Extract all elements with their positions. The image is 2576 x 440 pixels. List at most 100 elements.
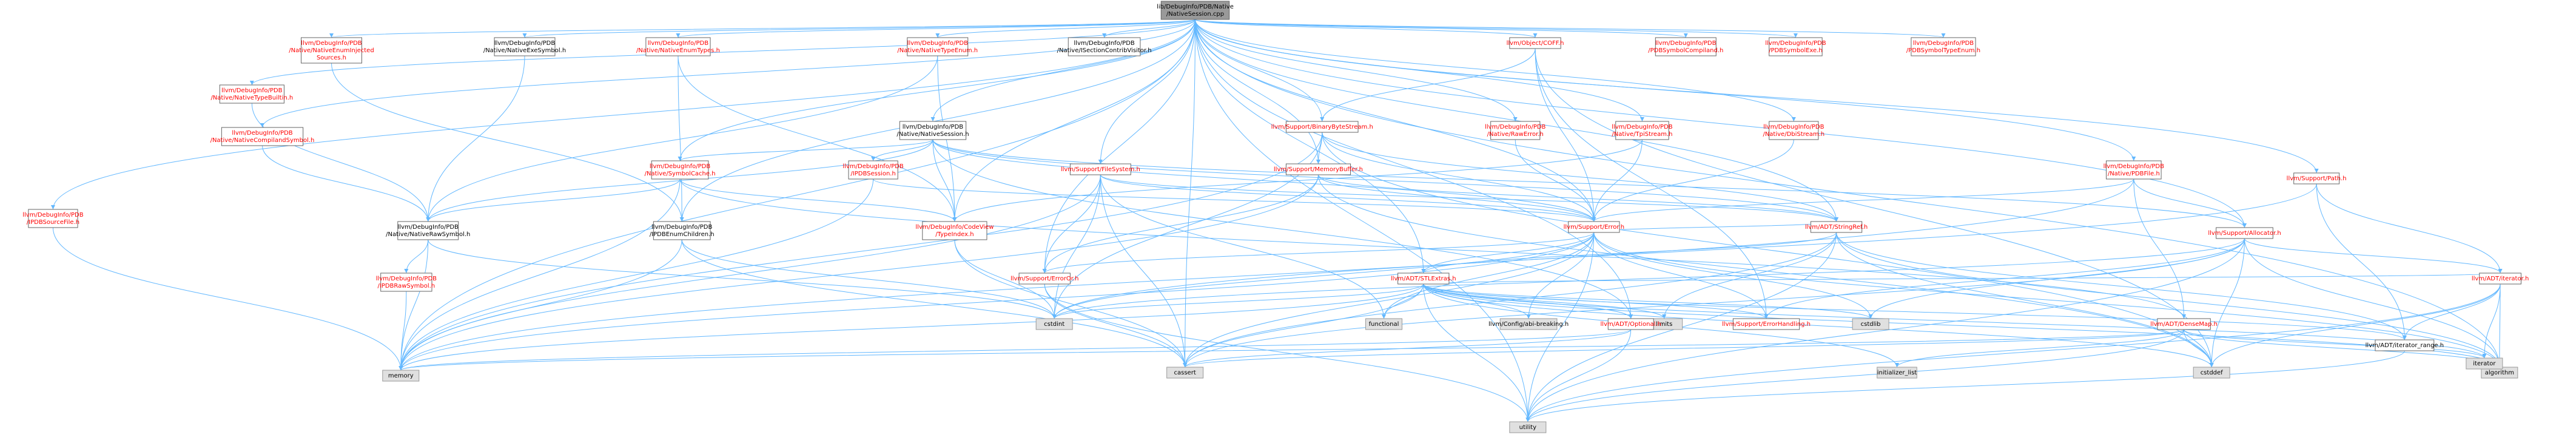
node-nsEnumTypes[interactable]: llvm/DebugInfo/PDB/Native/NativeEnumType… <box>636 37 720 56</box>
node-errorOr[interactable]: llvm/Support/ErrorOr.h <box>1011 272 1078 285</box>
edge-root-to-nsTypeBuiltin <box>250 19 1196 86</box>
node-box <box>2466 357 2503 370</box>
node-label: /Native/DbiStream.h <box>1763 131 1824 138</box>
node-label: llvm/DebugInfo/PDB <box>221 87 282 94</box>
node-fileSystem[interactable]: llvm/Support/FileSystem.h <box>1061 163 1140 175</box>
edge-stlExtras-to-cstdlib <box>1423 283 1873 319</box>
node-box <box>1068 37 1141 56</box>
node-label: cstdint <box>1044 321 1064 328</box>
node-box <box>922 221 987 240</box>
edge-root-to-binStream <box>1194 19 1325 122</box>
node-dbiStream[interactable]: llvm/DebugInfo/PDB/Native/DbiStream.h <box>1763 121 1824 140</box>
node-box <box>2375 339 2435 351</box>
node-tpiStream[interactable]: llvm/DebugInfo/PDB/Native/TpiStream.h <box>1612 121 1673 140</box>
node-srcFile[interactable]: llvm/DebugInfo/PDB/IPDBSourceFile.h <box>22 209 84 228</box>
node-rawError[interactable]: llvm/DebugInfo/PDB/Native/RawError.h <box>1485 121 1546 140</box>
node-binStream[interactable]: llvm/Support/BinaryByteStream.h <box>1271 121 1373 133</box>
node-nsExeSym[interactable]: llvm/DebugInfo/PDB/Native/NativeExeSymbo… <box>483 37 566 56</box>
node-functional: functional <box>1365 318 1403 330</box>
edge-memBuffer-to-cstddef <box>1317 174 2214 368</box>
node-nsEnumInj[interactable]: llvm/DebugInfo/PDB/Native/NativeEnumInje… <box>289 37 374 64</box>
node-label: limits <box>1656 321 1672 328</box>
edge-root-to-iSecContrib <box>1102 19 1196 38</box>
node-stringRef[interactable]: llvm/ADT/StringRef.h <box>1805 221 1868 233</box>
edge-nsEnumTypes-to-enumChildren <box>678 55 684 222</box>
node-stlExtras[interactable]: llvm/ADT/STLExtras.h <box>1391 272 1456 285</box>
edge-denseMap-to-cstddef <box>2184 329 2214 368</box>
edge-root-to-memory <box>399 19 1196 371</box>
node-label: /Native/NativeTypeEnum.h <box>897 47 978 54</box>
node-memBuffer[interactable]: llvm/Support/MemoryBuffer.h <box>1274 163 1363 175</box>
node-enumChildren[interactable]: llvm/DebugInfo/PDB/IPDBEnumChildren.h <box>650 221 715 240</box>
node-nsSession[interactable]: llvm/DebugInfo/PDB/Native/NativeSession.… <box>896 121 969 140</box>
edge-nsRawSym-to-memory <box>399 239 429 371</box>
node-label: cstddef <box>2201 370 2223 376</box>
node-box <box>1732 318 1800 330</box>
node-pdbSymExe[interactable]: llvm/DebugInfo/PDB/PDBSymbolExe.h <box>1765 37 1826 56</box>
edge-nsCompiland-to-nsRawSym <box>262 145 431 222</box>
node-denseMap[interactable]: llvm/ADT/DenseMap.h <box>2150 318 2218 330</box>
edge-root-to-nsExeSym <box>523 19 1196 38</box>
node-path[interactable]: llvm/Support/Path.h <box>2287 172 2347 184</box>
edge-stlExtras-to-memory <box>399 283 1424 371</box>
node-iterator[interactable]: llvm/ADT/iterator.h <box>2472 272 2529 285</box>
edge-root-to-stlExtras <box>1194 19 1426 274</box>
node-pdbSession[interactable]: llvm/DebugInfo/PDB/IPDBSession.h <box>842 160 904 180</box>
edge-denseMap-to-iteratorStd <box>2184 329 2487 359</box>
node-coff[interactable]: llvm/Object/COFF.h <box>1507 37 1564 49</box>
node-label: Sources.h <box>317 55 346 61</box>
node-box <box>1490 121 1541 140</box>
node-rawSym[interactable]: llvm/DebugInfo/PDB/IPDBRawSymbol.h <box>376 272 437 292</box>
node-root[interactable]: lib/DebugInfo/PDB/Native/NativeSession.c… <box>1157 1 1234 20</box>
node-pdbFile[interactable]: llvm/DebugInfo/PDB/Native/PDBFile.h <box>2104 160 2164 180</box>
node-box <box>1852 318 1889 330</box>
edge-typeIndex-to-cstdint <box>954 239 1057 319</box>
node-pdbSymTypeEnum[interactable]: llvm/DebugInfo/PDB/PDBSymbolTypeEnum.h <box>1906 37 1980 56</box>
node-box <box>380 272 432 292</box>
node-memory: memory <box>382 370 420 382</box>
node-label: llvm/DebugInfo/PDB <box>232 130 292 137</box>
edge-rawSym-to-memory <box>399 291 407 371</box>
node-label: llvm/DebugInfo/PDB <box>1765 40 1826 47</box>
node-error[interactable]: llvm/Support/Error.h <box>1564 221 1624 233</box>
node-symCache[interactable]: llvm/DebugInfo/PDB/Native/SymbolCache.h <box>645 160 716 180</box>
node-label: llvm/DebugInfo/PDB <box>301 40 362 47</box>
edge-root-to-coff <box>1194 19 1538 38</box>
node-iSecContrib[interactable]: llvm/DebugInfo/PDB/Native/ISectionContri… <box>1057 37 1152 56</box>
node-label: llvm/DebugInfo/PDB <box>1074 40 1134 47</box>
node-box <box>1035 318 1073 330</box>
node-nsCompiland[interactable]: llvm/DebugInfo/PDB/Native/NativeCompilan… <box>210 127 315 146</box>
node-box <box>1069 163 1131 175</box>
node-label: /Native/NativeEnumInjected <box>289 47 374 54</box>
edge-root-to-nsTypeEnum <box>935 19 1196 38</box>
node-errHandling[interactable]: llvm/Support/ErrorHandling.h <box>1722 318 1811 330</box>
node-nsRawSym[interactable]: llvm/DebugInfo/PDB/Native/NativeRawSymbo… <box>386 221 470 240</box>
edge-memBuffer-to-errorOr <box>1042 174 1319 274</box>
node-label: llvm/Support/FileSystem.h <box>1061 166 1140 173</box>
node-box <box>1509 37 1561 49</box>
node-label: llvm/DebugInfo/PDB <box>1485 124 1545 130</box>
node-label: llvm/Support/Error.h <box>1564 224 1624 231</box>
node-optional[interactable]: llvm/ADT/Optional.h <box>1601 318 1661 330</box>
node-label: llvm/Support/Path.h <box>2287 175 2347 182</box>
node-nsTypeBuiltin[interactable]: llvm/DebugInfo/PDB/Native/NativeTypeBuil… <box>210 84 293 104</box>
node-box <box>1285 121 1359 133</box>
node-label: llvm/DebugInfo/CodeView <box>915 224 994 231</box>
edge-iterator-to-iterRange <box>2402 283 2501 340</box>
edge-pdbFile-to-allocator <box>2133 178 2247 228</box>
node-label: /Native/NativeSession.h <box>896 131 969 138</box>
node-allocator[interactable]: llvm/Support/Allocator.h <box>2208 227 2281 239</box>
edge-error-to-stringRef <box>1593 221 1838 233</box>
node-label: /Native/NativeRawSymbol.h <box>386 231 470 238</box>
node-label: /PDBSymbolTypeEnum.h <box>1906 47 1980 54</box>
edge-iterRange-to-utility <box>1525 350 2405 422</box>
node-typeIndex[interactable]: llvm/DebugInfo/CodeView/TypeIndex.h <box>915 221 994 240</box>
node-label: /IPDBSession.h <box>850 171 895 177</box>
node-label: /Native/SymbolCache.h <box>645 171 716 177</box>
edge-stlExtras-to-limits <box>1423 283 1667 319</box>
node-iterRange[interactable]: llvm/ADT/iterator_range.h <box>2366 339 2444 351</box>
edge-error-to-cassert <box>1183 232 1595 368</box>
edge-nsSession-to-allocator <box>932 139 2247 228</box>
node-pdbSymCompiland[interactable]: llvm/DebugInfo/PDB/PDBSymbolCompiland.h <box>1648 37 1723 56</box>
node-nsTypeEnum[interactable]: llvm/DebugInfo/PDB/Native/NativeTypeEnum… <box>897 37 978 56</box>
